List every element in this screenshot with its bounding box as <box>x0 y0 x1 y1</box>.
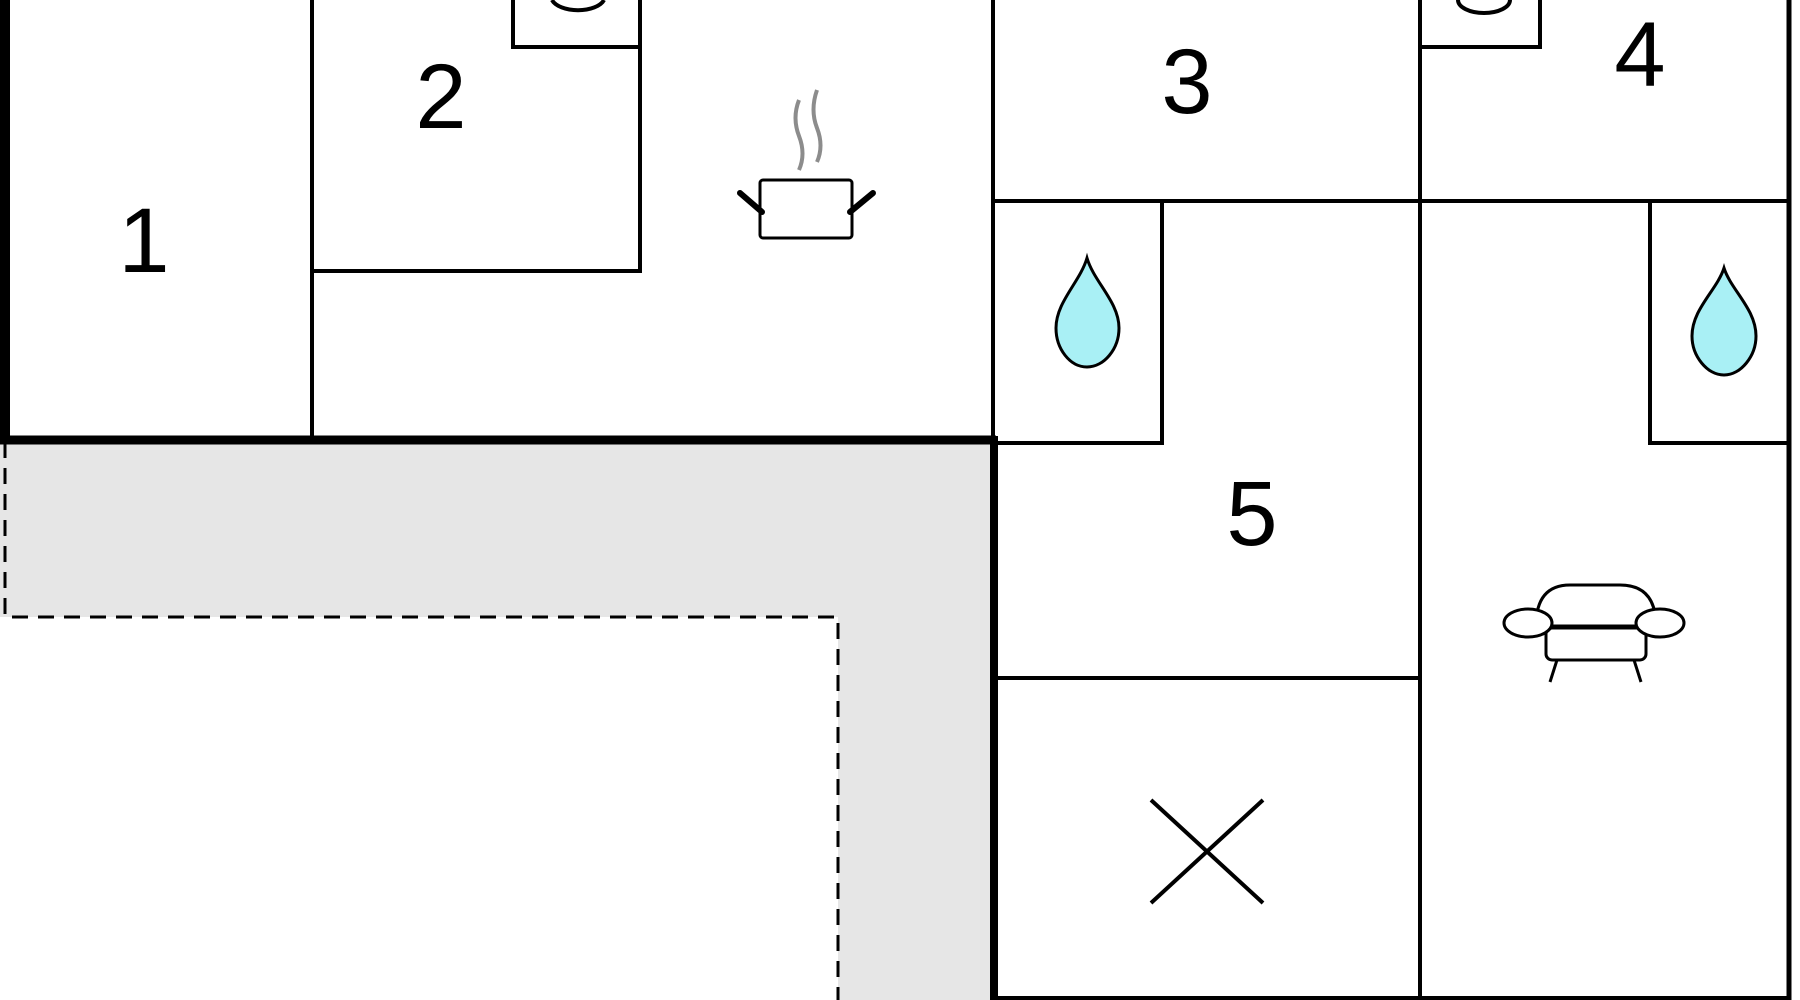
bathroom-1-box <box>993 201 1164 445</box>
room-number-4: 4 <box>1614 4 1665 106</box>
water-drop-icon <box>1054 252 1121 369</box>
steam-line <box>811 89 823 163</box>
water-drop-icon <box>1690 263 1758 377</box>
bed-frame <box>511 0 640 49</box>
terrace-dashed-edge <box>3 442 840 1000</box>
pot-handle-left <box>737 190 765 215</box>
interior-walls <box>310 0 1789 1000</box>
room-number-3: 3 <box>1161 31 1212 133</box>
room2-box <box>312 0 642 273</box>
room-number-2: 2 <box>415 46 466 148</box>
room-number-1: 1 <box>118 190 169 292</box>
cooking-pot-icon <box>737 89 876 240</box>
pillow <box>1456 0 1512 15</box>
chair-leg <box>1548 659 1559 683</box>
pot-handle-right <box>847 190 876 215</box>
pillow <box>550 0 606 13</box>
cross-icon <box>1149 798 1265 905</box>
steam-line <box>793 99 805 171</box>
chair-leg <box>1632 659 1643 683</box>
pot-body <box>758 178 854 240</box>
terrace-area <box>0 442 995 1000</box>
bed-icon-room2 <box>511 0 640 49</box>
bed-frame <box>1420 0 1542 49</box>
bathroom-2-box <box>1648 201 1789 445</box>
chair-arm-left <box>1502 607 1554 639</box>
bed-icon-room4 <box>1420 0 1542 49</box>
armchair-icon <box>1502 583 1686 683</box>
room-number-5: 5 <box>1226 463 1277 565</box>
chair-seat <box>1544 626 1648 662</box>
terrace-fill <box>0 442 995 1000</box>
chair-arm-right <box>1634 607 1686 639</box>
